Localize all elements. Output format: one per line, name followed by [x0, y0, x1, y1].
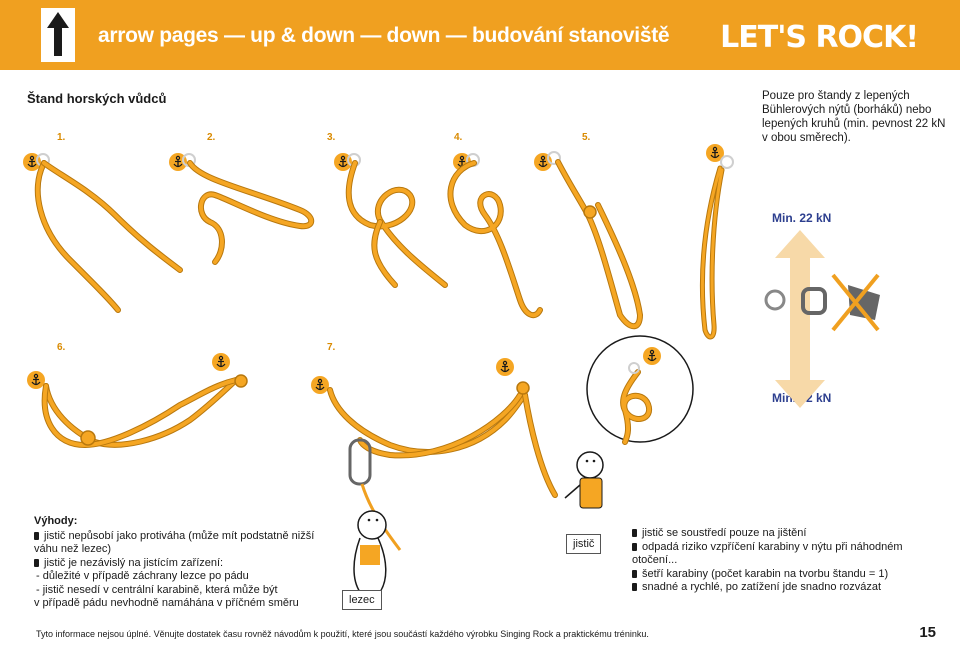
page-number: 15 [919, 624, 936, 641]
climber-label: lezec [342, 590, 382, 610]
benefit-item: jistič se soustředí pouze na jištění [632, 527, 932, 541]
step-6-sling-illustration [26, 352, 248, 449]
advantage-item: váhu než lezec) [34, 543, 112, 555]
step-number: 1. [57, 132, 66, 143]
strength-arrow-illustration [764, 230, 880, 408]
advantage-item: - jistič nesedí v centrální karabině, kt… [36, 583, 278, 596]
advantage-item: jistič je nezávislý na jistícím zařízení… [34, 557, 324, 571]
benefit-item: šetří karabiny (počet karabin na tvorbu … [632, 568, 932, 582]
benefit-item: otočení... [632, 554, 678, 566]
hanging-sling-illustration [699, 143, 734, 340]
advantages-title: Výhody: [34, 515, 78, 527]
section-title: Štand horských vůdců [27, 91, 167, 106]
usage-note: Pouze pro štandy z lepených Bühlerových … [762, 90, 946, 144]
climber-figure [353, 510, 387, 593]
advantage-item: - důležité v případě záchrany lezce po p… [36, 570, 249, 582]
step-1-sling-illustration [22, 152, 183, 313]
belayer-figure [564, 451, 604, 509]
step-5-sling-illustration [533, 151, 644, 330]
step-4-sling-illustration [447, 152, 543, 319]
step-number: 7. [327, 342, 336, 353]
step-number: 3. [327, 132, 336, 143]
benefit-item: odpadá riziko vzpříčení karabiny v nýtu … [632, 541, 932, 555]
knot-detail-circle [586, 335, 694, 445]
step-number: 4. [454, 132, 463, 143]
step-number: 5. [582, 132, 591, 143]
page-marker-icon [41, 8, 75, 62]
benefits-block: jistič se soustředí pouze na jištění odp… [632, 527, 932, 595]
step-number: 2. [207, 132, 216, 143]
step-2-sling-illustration [168, 152, 315, 265]
footer-disclaimer: Tyto informace nejsou úplné. Věnujte dos… [36, 629, 649, 639]
step-7-sling-illustration [310, 357, 558, 551]
step-number: 6. [57, 342, 66, 353]
header-bar: arrow pages — up & down — down — budován… [0, 0, 960, 70]
header-title: arrow pages — up & down — down — budován… [98, 24, 670, 47]
benefit-item: snadné a rychlé, po zatížení jde snadno … [632, 581, 932, 595]
advantages-block: Výhody: jistič nepůsobí jako protiváha (… [34, 515, 324, 611]
advantage-item: jistič nepůsobí jako protiváha (může mít… [34, 530, 324, 544]
advantage-item: v případě pádu nevhodně namáhána v příčn… [34, 597, 299, 609]
strength-label: Min. 22 kN [772, 211, 832, 225]
step-3-sling-illustration [333, 152, 448, 288]
brand-logo: LET'S ROCK! [720, 20, 919, 55]
belayer-label: jistič [566, 534, 602, 554]
